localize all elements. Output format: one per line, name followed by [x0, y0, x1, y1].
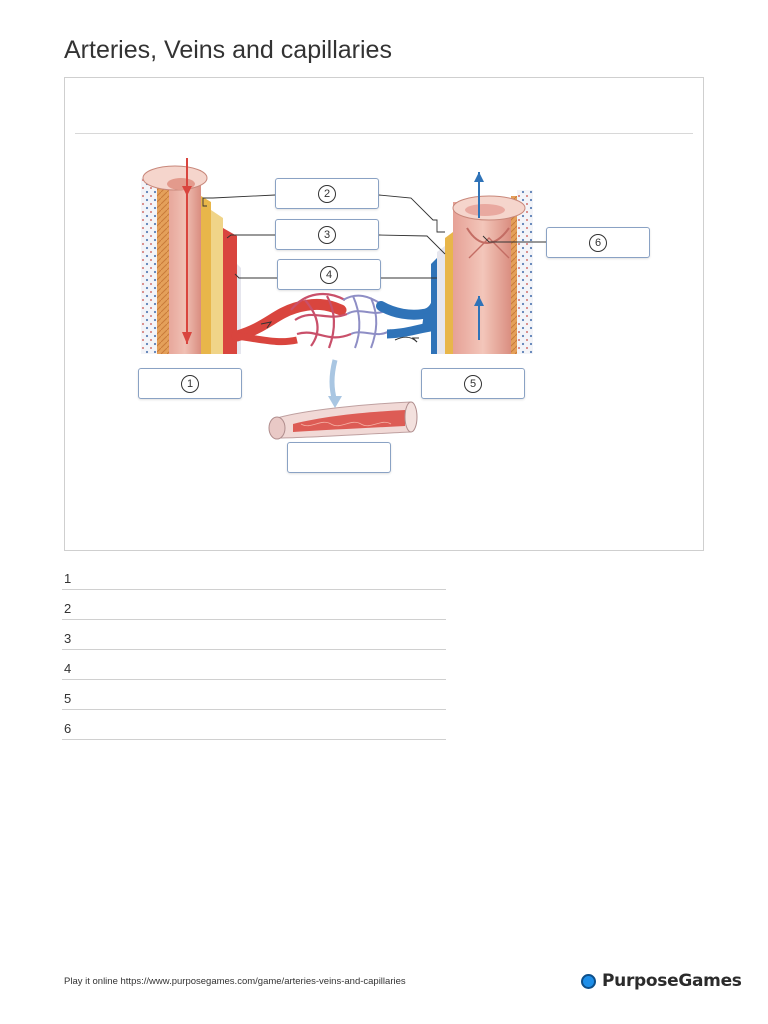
label-number-1: 1	[181, 374, 199, 393]
answer-row[interactable]: 6	[62, 711, 446, 740]
purposegames-logo-icon	[581, 973, 596, 989]
answer-number: 2	[64, 601, 72, 616]
label-box-5[interactable]: 5	[421, 368, 525, 399]
leader-lines	[202, 194, 546, 279]
label-number-5: 5	[464, 374, 482, 393]
answer-row[interactable]: 1	[62, 561, 446, 590]
answer-row[interactable]: 2	[62, 591, 446, 620]
vessel-diagram	[141, 158, 546, 440]
artery-illustration	[141, 158, 241, 354]
capillary-cross-section-illustration	[268, 401, 418, 440]
answer-number: 1	[64, 571, 72, 586]
answer-number: 5	[64, 691, 72, 706]
label-number-2: 2	[318, 184, 336, 203]
answer-row[interactable]: 3	[62, 621, 446, 650]
vein-illustration	[431, 172, 533, 354]
label-number-6: 6	[589, 233, 607, 252]
answer-number: 4	[64, 661, 72, 676]
play-online-link[interactable]: Play it online https://www.purposegames.…	[64, 976, 406, 987]
diagram-frame: 1 2 3 4 5 6	[64, 77, 704, 551]
answer-row[interactable]: 5	[62, 681, 446, 710]
page-title: Arteries, Veins and capillaries	[64, 36, 392, 64]
label-box-capillary[interactable]	[287, 442, 391, 473]
answer-row[interactable]: 4	[62, 651, 446, 680]
label-box-3[interactable]: 3	[275, 219, 379, 250]
frame-divider	[75, 133, 693, 134]
label-number-3: 3	[318, 225, 336, 244]
purposegames-brand[interactable]: PurposeGames	[581, 970, 742, 992]
answer-list: 1 2 3 4 5 6	[62, 561, 446, 741]
answer-number: 3	[64, 631, 72, 646]
label-box-1[interactable]: 1	[138, 368, 242, 399]
label-box-2[interactable]: 2	[275, 178, 379, 209]
label-box-6[interactable]: 6	[546, 227, 650, 258]
label-box-4[interactable]: 4	[277, 259, 381, 290]
brand-name: PurposeGames	[602, 971, 742, 991]
answer-number: 6	[64, 721, 72, 736]
label-number-4: 4	[320, 265, 338, 284]
